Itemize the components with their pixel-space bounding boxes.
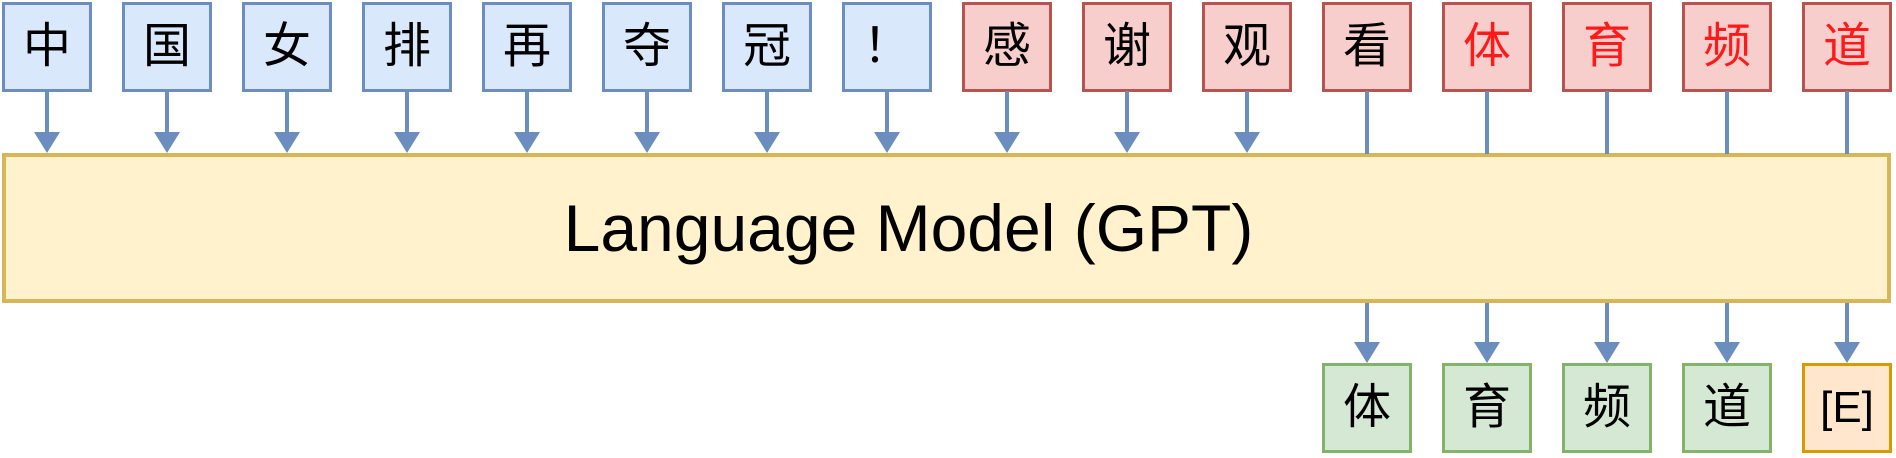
- output-token-box: [E]: [1802, 363, 1892, 453]
- input-token-box: 感: [962, 2, 1052, 92]
- input-token-box: 观: [1202, 2, 1292, 92]
- input-token-char: 观: [1222, 20, 1271, 73]
- input-line: [1365, 91, 1369, 154]
- input-token-char: 体: [1462, 20, 1511, 73]
- arrow-down-icon: [1474, 342, 1500, 363]
- input-token-char: 感: [982, 20, 1031, 73]
- output-token-box: 道: [1682, 363, 1772, 453]
- arrow-down-icon: [1714, 342, 1740, 363]
- input-arrow-shaft: [645, 91, 649, 134]
- input-token-box: 中: [2, 2, 92, 92]
- input-token-char: 夺: [622, 20, 671, 73]
- input-arrow-shaft: [45, 91, 49, 134]
- output-arrow-shaft: [1845, 303, 1849, 343]
- input-arrow-shaft: [1125, 91, 1129, 134]
- output-token-char: 频: [1582, 381, 1631, 434]
- arrow-down-icon: [874, 132, 900, 153]
- output-token-char: 体: [1342, 381, 1391, 434]
- input-token-char: 中: [22, 20, 71, 73]
- input-token-char: 道: [1822, 20, 1871, 73]
- input-arrow-shaft: [1245, 91, 1249, 134]
- input-token-char: 谢: [1102, 20, 1151, 73]
- output-token-char: 道: [1702, 381, 1751, 434]
- language-model-label: Language Model (GPT): [563, 191, 1254, 265]
- input-token-box: 女: [242, 2, 332, 92]
- input-line: [1845, 91, 1849, 154]
- arrow-down-icon: [34, 132, 60, 153]
- output-arrow-shaft: [1365, 303, 1369, 343]
- input-token-char: 排: [382, 20, 431, 73]
- input-token-char: 看: [1342, 20, 1391, 73]
- input-token-box: 冠: [722, 2, 812, 92]
- input-arrow-shaft: [405, 91, 409, 134]
- input-token-char: 国: [142, 20, 191, 73]
- input-token-box: 道: [1802, 2, 1892, 92]
- input-token-box: 谢: [1082, 2, 1172, 92]
- input-token-box: 国: [122, 2, 212, 92]
- input-token-char: ！: [862, 20, 911, 73]
- input-token-box: 频: [1682, 2, 1772, 92]
- input-token-char: 频: [1702, 20, 1751, 73]
- arrow-down-icon: [274, 132, 300, 153]
- output-token-char: [E]: [1820, 383, 1874, 432]
- input-line: [1725, 91, 1729, 154]
- input-arrow-shaft: [885, 91, 889, 134]
- output-token-box: 育: [1442, 363, 1532, 453]
- input-token-char: 冠: [742, 20, 791, 73]
- input-token-box: 再: [482, 2, 572, 92]
- input-token-box: 看: [1322, 2, 1412, 92]
- arrow-down-icon: [634, 132, 660, 153]
- input-arrow-shaft: [525, 91, 529, 134]
- arrow-down-icon: [994, 132, 1020, 153]
- arrow-down-icon: [1114, 132, 1140, 153]
- input-token-char: 育: [1582, 20, 1631, 73]
- language-model-box: Language Model (GPT): [2, 153, 1891, 303]
- arrow-down-icon: [1594, 342, 1620, 363]
- arrow-down-icon: [1234, 132, 1260, 153]
- input-arrow-shaft: [1005, 91, 1009, 134]
- input-line: [1605, 91, 1609, 154]
- output-token-char: 育: [1462, 381, 1511, 434]
- output-arrow-shaft: [1485, 303, 1489, 343]
- input-line: [1485, 91, 1489, 154]
- output-token-box: 体: [1322, 363, 1412, 453]
- input-token-box: 体: [1442, 2, 1532, 92]
- input-token-box: 排: [362, 2, 452, 92]
- output-arrow-shaft: [1725, 303, 1729, 343]
- output-arrow-shaft: [1605, 303, 1609, 343]
- input-arrow-shaft: [285, 91, 289, 134]
- output-token-box: 频: [1562, 363, 1652, 453]
- input-token-box: 育: [1562, 2, 1652, 92]
- input-token-box: 夺: [602, 2, 692, 92]
- arrow-down-icon: [754, 132, 780, 153]
- arrow-down-icon: [1354, 342, 1380, 363]
- arrow-down-icon: [1834, 342, 1860, 363]
- input-arrow-shaft: [765, 91, 769, 134]
- input-arrow-shaft: [165, 91, 169, 134]
- input-token-char: 再: [502, 20, 551, 73]
- arrow-down-icon: [514, 132, 540, 153]
- input-token-char: 女: [262, 20, 311, 73]
- input-token-box: ！: [842, 2, 932, 92]
- arrow-down-icon: [394, 132, 420, 153]
- arrow-down-icon: [154, 132, 180, 153]
